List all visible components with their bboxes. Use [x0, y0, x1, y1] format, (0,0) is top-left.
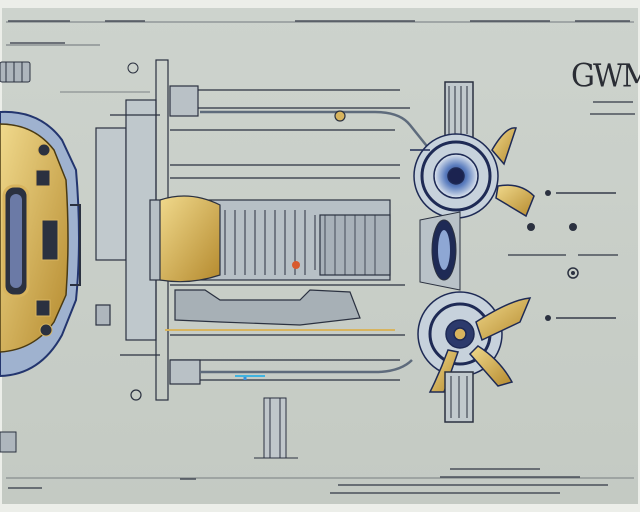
- engine-block: [95, 59, 431, 401]
- fan-middle-shaft: [419, 211, 461, 291]
- end-view-assembly: [0, 110, 81, 453]
- sheet-title-mark: GWMC: [571, 58, 640, 96]
- sheet-title-mark-text: GWMC: [571, 58, 640, 95]
- top-left-fitting: [0, 61, 139, 83]
- bottom-title-block: [8, 468, 608, 494]
- bottom-stand: [254, 397, 298, 459]
- right-annotation-markers: [508, 190, 618, 321]
- fan-lower: [417, 291, 532, 423]
- top-text-ticks: [8, 20, 635, 115]
